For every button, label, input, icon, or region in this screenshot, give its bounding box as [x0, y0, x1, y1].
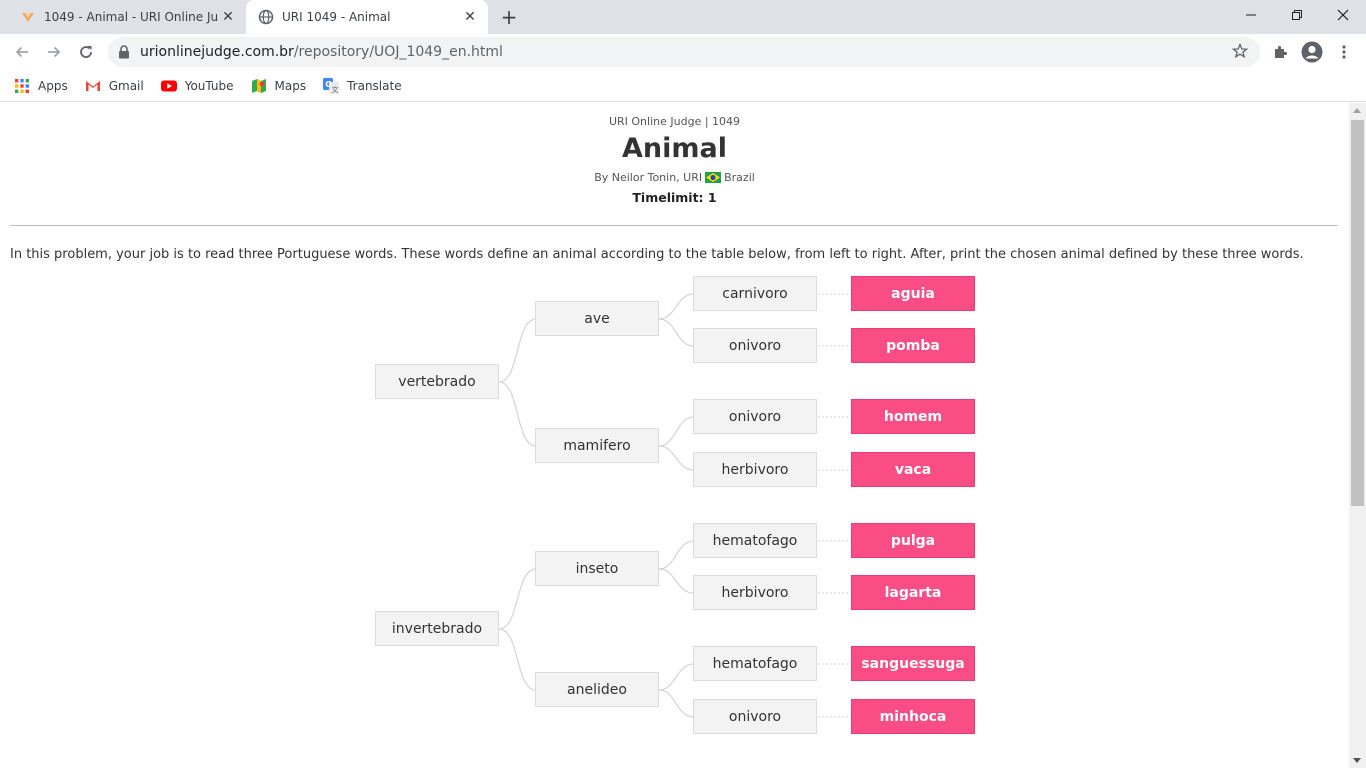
globe-icon [258, 9, 274, 25]
url-host: urionlinejudge.com.br [140, 44, 294, 60]
new-tab-button[interactable]: + [500, 5, 518, 29]
maps-icon [251, 78, 267, 94]
scrollbar-thumb[interactable] [1351, 120, 1364, 506]
bookmark-gmail[interactable]: Gmail [85, 78, 144, 94]
divider [10, 225, 1338, 226]
browser-toolbar: urionlinejudge.com.br/repository/UOJ_104… [0, 34, 1366, 70]
reload-icon[interactable] [72, 38, 100, 66]
minimize-icon[interactable] [1228, 0, 1274, 30]
tree-node-carnivoro: carnivoro [693, 276, 817, 311]
tree-node-inseto: inseto [535, 551, 659, 586]
youtube-icon [160, 78, 177, 94]
tree-node-hematofago: hematofago [693, 646, 817, 681]
animal-vaca: vaca [851, 452, 975, 487]
animal-pulga: pulga [851, 523, 975, 558]
tab-title: 1049 - Animal - URI Online Judge [44, 10, 218, 24]
animal-homem: homem [851, 399, 975, 434]
svg-text:文: 文 [332, 85, 339, 94]
menu-kebab-icon[interactable] [1330, 38, 1358, 66]
svg-text:G: G [325, 80, 332, 89]
problem-description: In this problem, your job is to read thr… [10, 247, 1304, 262]
address-bar[interactable]: urionlinejudge.com.br/repository/UOJ_104… [108, 37, 1260, 67]
tab-title: URI 1049 - Animal [282, 10, 391, 24]
apps-grid-icon [14, 78, 30, 94]
tree-node-vertebrado: vertebrado [375, 364, 499, 399]
tree-node-herbivoro: herbivoro [693, 452, 817, 487]
problem-byline: By Neilor Tonin, URI Brazil [0, 171, 1349, 184]
page-content: URI Online Judge | 1049 Animal By Neilor… [0, 103, 1349, 768]
bookmark-label: Gmail [108, 78, 144, 93]
tree-node-onivoro: onivoro [693, 699, 817, 734]
tab-strip: 1049 - Animal - URI Online Judge ✕ URI 1… [0, 0, 1366, 34]
bookmark-label: Maps [274, 78, 307, 93]
bookmark-apps[interactable]: Apps [14, 78, 68, 94]
scroll-up-icon[interactable] [1353, 108, 1361, 113]
bookmark-label: Apps [38, 78, 68, 93]
problem-subtitle: URI Online Judge | 1049 [608, 115, 741, 128]
scroll-down-icon[interactable] [1353, 758, 1361, 763]
animal-pomba: pomba [851, 328, 975, 363]
restore-icon[interactable] [1274, 0, 1320, 30]
close-window-icon[interactable] [1320, 0, 1366, 30]
animal-lagarta: lagarta [851, 575, 975, 610]
author-text: By Neilor Tonin, URI [594, 171, 703, 184]
forward-icon[interactable] [40, 38, 68, 66]
url-path: /repository/UOJ_1049_en.html [293, 44, 503, 60]
tree-node-onivoro: onivoro [693, 399, 817, 434]
animal-aguia: aguia [851, 276, 975, 311]
tree-node-onivoro: onivoro [693, 328, 817, 363]
tree-node-invertebrado: invertebrado [375, 611, 499, 646]
animal-minhoca: minhoca [851, 699, 975, 734]
country-text: Brazil [724, 171, 755, 184]
tree-node-mamifero: mamifero [535, 428, 659, 463]
timelimit: Timelimit: 1 [632, 190, 717, 205]
tree-node-herbivoro: herbivoro [693, 575, 817, 610]
tree-node-anelideo: anelideo [535, 672, 659, 707]
extensions-icon[interactable] [1266, 38, 1294, 66]
brazil-flag-icon [705, 172, 722, 183]
gmail-icon [85, 78, 101, 94]
bookmark-maps[interactable]: Maps [251, 78, 307, 94]
bookmark-label: YouTube [184, 78, 234, 93]
tree-connectors [498, 293, 851, 718]
close-tab-icon[interactable]: ✕ [464, 9, 476, 25]
tab-1049-animal[interactable]: 1049 - Animal - URI Online Judge ✕ [8, 0, 246, 34]
profile-avatar-icon[interactable] [1298, 38, 1326, 66]
tree-node-ave: ave [535, 301, 659, 336]
page-scrollbar[interactable] [1349, 103, 1366, 768]
close-tab-icon[interactable]: ✕ [222, 9, 234, 25]
bookmark-youtube[interactable]: YouTube [160, 78, 234, 94]
animal-sanguessuga: sanguessuga [851, 646, 975, 681]
bookmark-star-icon[interactable] [1231, 42, 1249, 63]
tab-uri-1049-animal[interactable]: URI 1049 - Animal ✕ [246, 0, 488, 34]
page-title: Animal [622, 133, 727, 164]
lock-icon[interactable] [118, 45, 130, 59]
bookmark-label: Translate [347, 78, 402, 93]
uri-favicon-icon [20, 9, 36, 25]
back-icon[interactable] [8, 38, 36, 66]
tree-node-hematofago: hematofago [693, 523, 817, 558]
